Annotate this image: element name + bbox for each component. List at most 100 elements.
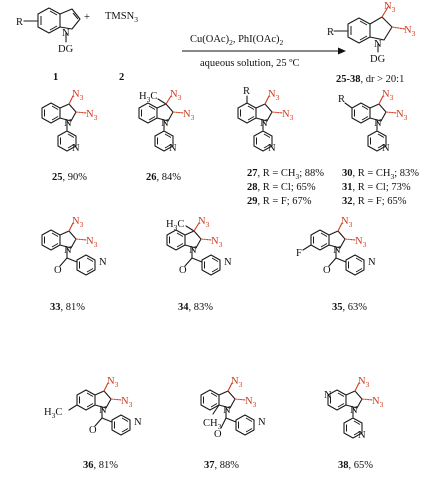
yield-34: , 83% <box>189 302 214 313</box>
svg-text:N: N <box>169 143 177 154</box>
svg-text:N: N <box>358 430 366 441</box>
svg-text:29, R = F; 67%: 29, R = F; 67% <box>247 196 312 207</box>
reagent-cuoac2-sub: 2 <box>229 38 233 47</box>
yield-33: , 81% <box>61 302 86 313</box>
svg-text:N3: N3 <box>121 396 133 409</box>
svg-text:35, 63%: 35, 63% <box>332 302 367 313</box>
svg-text:O: O <box>179 265 187 276</box>
caption-32: , R = F; 65% <box>353 196 407 207</box>
svg-text:N3: N3 <box>268 89 280 102</box>
label-31: 31 <box>342 182 353 193</box>
dg-label: DG <box>58 44 74 55</box>
product-n3-side: N <box>404 25 412 36</box>
svg-text:25-38, dr > 20:1: 25-38, dr > 20:1 <box>336 74 404 85</box>
label-36: 36 <box>83 460 94 471</box>
compound-33: N3 N3 N O N 33, 81% <box>41 216 107 313</box>
svg-text:N: N <box>350 405 358 416</box>
svg-text:N: N <box>223 405 231 416</box>
svg-text:N3: N3 <box>341 216 353 229</box>
label-26: 26 <box>146 172 157 183</box>
svg-text:N3: N3 <box>372 396 384 409</box>
svg-text:N: N <box>333 245 341 256</box>
yield-37: , 88% <box>215 460 240 471</box>
svg-text:F: F <box>296 248 302 259</box>
svg-text:N: N <box>64 245 72 256</box>
svg-text:N: N <box>374 118 382 129</box>
svg-text:N: N <box>382 143 390 154</box>
caption-28: , R = Cl; 65% <box>258 182 316 193</box>
svg-text:N3: N3 <box>282 109 294 122</box>
svg-text:N: N <box>189 245 197 256</box>
svg-text:N3: N3 <box>72 216 84 229</box>
compound-27-29: R N3 N3 N N 27, R = CH3; 88% 28, R = Cl;… <box>237 86 324 207</box>
svg-text:R: R <box>243 86 250 97</box>
label-35: 35 <box>332 302 343 313</box>
indole-n-label: N <box>62 28 70 39</box>
compound-25: N3 N3 N N 25, 90% <box>41 89 98 183</box>
svg-text:36, 81%: 36, 81% <box>83 460 118 471</box>
product-dr-label: , dr > 20:1 <box>361 74 405 85</box>
svg-text:34, 83%: 34, 83% <box>178 302 213 313</box>
svg-text:N: N <box>268 143 276 154</box>
label-33: 33 <box>50 302 61 313</box>
svg-text:O: O <box>54 265 62 276</box>
svg-text:N3: N3 <box>355 236 367 249</box>
product-n3-top: N <box>384 1 392 12</box>
svg-text:N: N <box>134 417 142 428</box>
svg-text:Cu(OAc)2, PhI(OAc)2: Cu(OAc)2, PhI(OAc)2 <box>190 34 283 47</box>
compound-35: F N3 N3 N O N 35, 63% <box>296 216 376 313</box>
label-38: 38 <box>338 460 349 471</box>
compound-26: H3C N3 N3 N N 26, 84% <box>138 89 195 183</box>
svg-text:N3: N3 <box>170 89 182 102</box>
svg-text:N: N <box>72 143 80 154</box>
svg-text:N3: N3 <box>198 216 210 229</box>
label-30: 30 <box>342 168 353 179</box>
svg-text:H3C: H3C <box>166 219 184 232</box>
svg-text:N: N <box>99 405 107 416</box>
svg-text:N3: N3 <box>245 396 257 409</box>
compound-34: H3C N3 N3 N O N 34, 83% <box>166 216 232 313</box>
product-dg-label: DG <box>370 54 386 65</box>
svg-text:N: N <box>324 390 332 401</box>
starting-material-1: R N DG 1 <box>16 7 81 83</box>
yield-38: , 65% <box>349 460 374 471</box>
product-range-label: 25-38 <box>336 74 361 85</box>
compound-36: H3C N3 N3 N O N 36, 81% <box>44 376 142 471</box>
svg-text:R: R <box>338 94 345 105</box>
label-27: 27 <box>247 168 258 179</box>
svg-text:32, R = F; 65%: 32, R = F; 65% <box>342 196 407 207</box>
label-37: 37 <box>204 460 215 471</box>
compound-38: N N3 N3 N N 38, 65% <box>324 376 384 471</box>
reagent-phioac2: , PhI(OAc) <box>233 34 280 45</box>
svg-text:N: N <box>260 118 268 129</box>
svg-text:H3C: H3C <box>139 91 157 104</box>
svg-text:O: O <box>89 425 97 436</box>
label-29: 29 <box>247 196 258 207</box>
tmsn3-subscript: 3 <box>134 15 138 24</box>
product-general: R N3 N3 N DG 25-38, dr > 20:1 <box>327 1 416 85</box>
reaction-conditions: aqueous solution, 25 ºC <box>200 58 300 69</box>
reagent-phioac2-sub: 2 <box>279 38 283 47</box>
svg-text:N3: N3 <box>404 25 416 38</box>
svg-text:37, 88%: 37, 88% <box>204 460 239 471</box>
label-25: 25 <box>52 172 63 183</box>
plus-sign: + <box>84 12 90 23</box>
yield-35: , 63% <box>343 302 368 313</box>
svg-text:N: N <box>258 417 266 428</box>
yield-25: , 90% <box>63 172 88 183</box>
tmsn3-formula: TMSN <box>105 11 135 22</box>
svg-text:30, R = CH3; 83%: 30, R = CH3; 83% <box>342 168 419 181</box>
svg-text:N3: N3 <box>86 236 98 249</box>
svg-text:N3: N3 <box>396 109 408 122</box>
yield-36: , 81% <box>94 460 119 471</box>
svg-text:N3: N3 <box>231 376 243 389</box>
compound-37: CH3 N3 N3 N O N 37, 88% <box>200 376 266 471</box>
svg-text:N: N <box>368 257 376 268</box>
svg-text:N3: N3 <box>358 376 370 389</box>
label-32: 32 <box>342 196 353 207</box>
svg-text:N3: N3 <box>384 1 396 14</box>
svg-text:N3: N3 <box>382 89 394 102</box>
svg-text:N3: N3 <box>107 376 119 389</box>
